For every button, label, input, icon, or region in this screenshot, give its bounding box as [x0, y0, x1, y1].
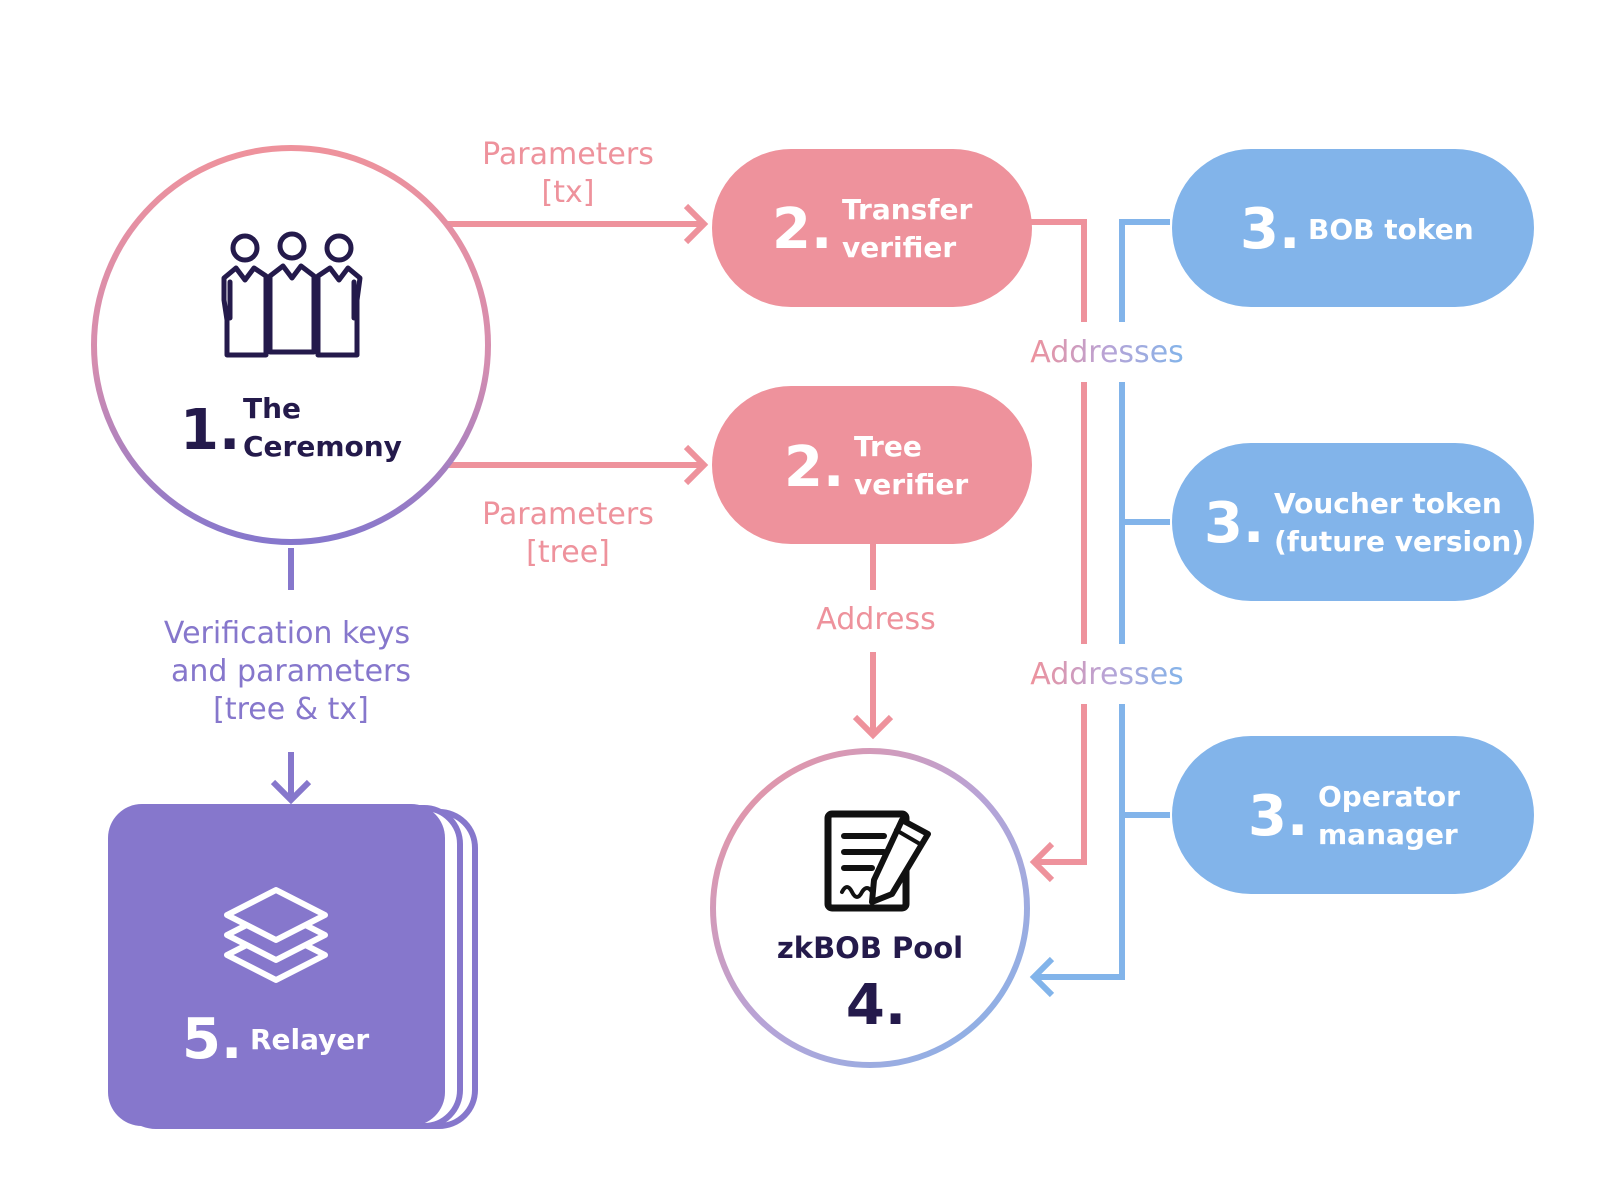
operator-manager-label-line1: Operator [1318, 780, 1460, 813]
edge-verification-arrowhead [270, 779, 312, 805]
connectors [270, 203, 1170, 998]
ceremony-number: 1. [180, 398, 240, 463]
tree-verifier-number: 2. [784, 435, 844, 500]
edge-address-arrowhead [852, 714, 894, 740]
edge-label-verification-2: and parameters [171, 654, 411, 689]
node-relayer[interactable]: 5. Relayer [108, 804, 478, 1129]
edge-pink-bus-bottom [1034, 704, 1087, 865]
node-operator-manager[interactable]: 3. Operator manager [1172, 736, 1534, 894]
node-voucher-token[interactable]: 3. Voucher token (future version) [1172, 443, 1534, 601]
edge-label-address: Address [816, 602, 935, 637]
edge-label-params-tx-2: [tx] [542, 175, 595, 210]
ceremony-circle [91, 145, 491, 545]
tree-verifier-label-line2: verifier [854, 468, 968, 501]
relayer-number: 5. [182, 1007, 242, 1072]
voucher-token-pill [1172, 443, 1534, 601]
edge-blue-bus-arrowhead [1029, 956, 1055, 998]
edge-label-params-tree-1: Parameters [482, 497, 654, 532]
layers-icon [224, 887, 328, 983]
edge-params-tx-arrowhead [683, 203, 709, 245]
bob-token-number: 3. [1240, 197, 1300, 262]
zkbob-pool-number: 4. [846, 973, 906, 1038]
edge-label-verification-1: Verification keys [164, 616, 410, 651]
edge-label-addresses-bottom: Addresses [1030, 657, 1184, 692]
edge-label-verification-3: [tree & tx] [213, 692, 369, 727]
bob-token-label: BOB token [1308, 213, 1474, 246]
voucher-token-number: 3. [1204, 491, 1264, 556]
node-transfer-verifier[interactable]: 2. Transfer verifier [712, 149, 1032, 307]
edge-pink-bus-arrowhead [1029, 841, 1055, 883]
edge-label-addresses-top: Addresses [1030, 335, 1184, 370]
voucher-token-label-line1: Voucher token [1274, 487, 1502, 520]
edge-params-tree-arrowhead [683, 444, 709, 486]
node-bob-token[interactable]: 3. BOB token [1172, 149, 1534, 307]
operator-manager-pill [1172, 736, 1534, 894]
transfer-verifier-label-line1: Transfer [842, 193, 972, 226]
edge-label-params-tx-1: Parameters [482, 137, 654, 172]
tree-verifier-label-line1: Tree [854, 430, 922, 463]
node-ceremony[interactable]: 1. The Ceremony [91, 145, 491, 545]
transfer-verifier-number: 2. [772, 197, 832, 262]
contract-icon [824, 810, 931, 912]
edge-pink-bus-top [1030, 219, 1087, 322]
ceremony-label-line2: Ceremony [243, 430, 402, 463]
relayer-label: Relayer [250, 1023, 369, 1056]
edge-blue-bus-bottom [1034, 704, 1125, 980]
transfer-verifier-label-line2: verifier [842, 231, 956, 264]
operator-manager-number: 3. [1248, 784, 1308, 849]
people-icon [221, 231, 363, 358]
edge-labels: Parameters [tx] Parameters [tree] Verifi… [164, 137, 1184, 727]
edge-blue-bus-top [1119, 219, 1170, 322]
zkbob-pool-label: zkBOB Pool [777, 931, 963, 965]
tree-verifier-pill [712, 386, 1032, 544]
node-zkbob-pool[interactable]: zkBOB Pool 4. [710, 748, 1030, 1068]
node-tree-verifier[interactable]: 2. Tree verifier [712, 386, 1032, 544]
operator-manager-label-line2: manager [1318, 818, 1458, 851]
voucher-token-label-line2: (future version) [1274, 525, 1524, 558]
bob-token-pill [1172, 149, 1534, 307]
edge-label-params-tree-2: [tree] [526, 535, 610, 570]
transfer-verifier-pill [712, 149, 1032, 307]
ceremony-label-line1: The [243, 392, 301, 425]
